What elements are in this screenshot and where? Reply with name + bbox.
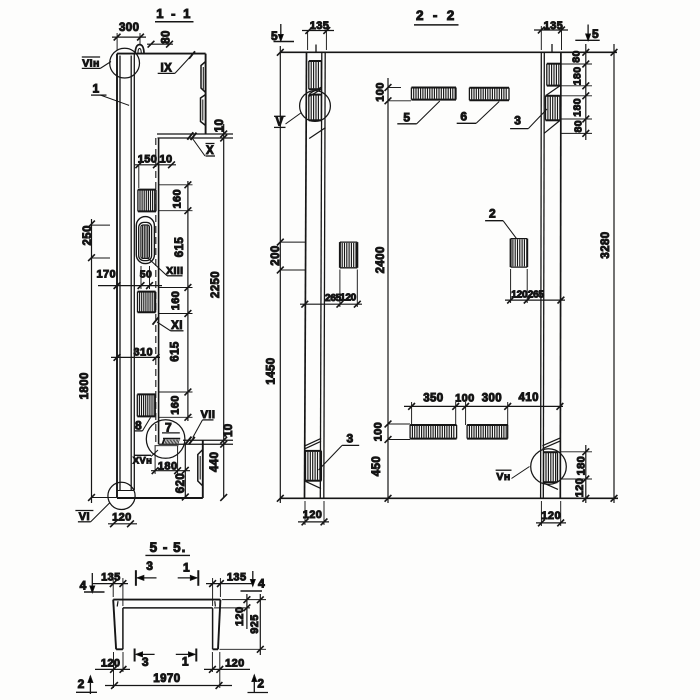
svg-text:300: 300 bbox=[119, 22, 139, 34]
svg-text:120: 120 bbox=[541, 510, 561, 522]
svg-text:265: 265 bbox=[325, 293, 342, 304]
svg-text:VI: VI bbox=[79, 511, 90, 523]
svg-text:7: 7 bbox=[165, 420, 172, 434]
svg-text:100: 100 bbox=[374, 82, 386, 102]
svg-text:2: 2 bbox=[489, 207, 496, 221]
svg-text:180: 180 bbox=[158, 460, 178, 472]
svg-text:160: 160 bbox=[170, 291, 182, 311]
svg-text:3: 3 bbox=[346, 431, 353, 445]
svg-text:135: 135 bbox=[544, 20, 564, 32]
svg-text:3280: 3280 bbox=[600, 231, 612, 258]
svg-text:1970: 1970 bbox=[153, 673, 180, 685]
svg-text:135: 135 bbox=[101, 572, 121, 584]
svg-text:1450: 1450 bbox=[266, 357, 278, 384]
svg-text:1: 1 bbox=[182, 654, 189, 668]
svg-text:615: 615 bbox=[170, 341, 182, 362]
svg-text:1 - 1: 1 - 1 bbox=[156, 6, 192, 21]
svg-text:120: 120 bbox=[225, 657, 245, 669]
svg-text:135: 135 bbox=[310, 20, 330, 32]
svg-text:1: 1 bbox=[183, 561, 190, 575]
svg-text:10: 10 bbox=[159, 154, 172, 166]
svg-text:300: 300 bbox=[482, 392, 502, 404]
svg-text:615: 615 bbox=[174, 237, 186, 258]
svg-text:4: 4 bbox=[80, 579, 87, 593]
svg-text:XIII: XIII bbox=[166, 265, 183, 277]
svg-text:265: 265 bbox=[528, 290, 545, 301]
svg-text:120: 120 bbox=[234, 607, 246, 627]
svg-text:135: 135 bbox=[227, 572, 247, 584]
svg-text:120: 120 bbox=[340, 293, 357, 304]
svg-text:250: 250 bbox=[82, 225, 94, 245]
svg-text:410: 410 bbox=[519, 392, 539, 404]
svg-text:80: 80 bbox=[572, 120, 584, 132]
svg-text:170: 170 bbox=[97, 269, 117, 281]
svg-text:160: 160 bbox=[170, 395, 182, 415]
svg-text:180: 180 bbox=[571, 67, 583, 86]
svg-text:80: 80 bbox=[570, 50, 582, 62]
svg-text:2400: 2400 bbox=[375, 246, 387, 273]
svg-text:200: 200 bbox=[270, 245, 282, 265]
svg-text:2 - 2: 2 - 2 bbox=[416, 8, 457, 23]
svg-text:450: 450 bbox=[371, 456, 383, 476]
svg-text:2250: 2250 bbox=[210, 271, 222, 298]
svg-text:1800: 1800 bbox=[79, 372, 91, 399]
svg-text:X: X bbox=[206, 145, 214, 157]
svg-text:2: 2 bbox=[257, 677, 264, 691]
svg-text:100: 100 bbox=[373, 422, 385, 442]
svg-text:XVн: XVн bbox=[133, 456, 153, 467]
svg-text:120: 120 bbox=[511, 290, 528, 301]
svg-text:4: 4 bbox=[258, 577, 265, 591]
svg-text:6: 6 bbox=[460, 110, 467, 124]
svg-text:120: 120 bbox=[101, 657, 121, 669]
svg-text:150: 150 bbox=[138, 154, 158, 166]
svg-text:10: 10 bbox=[223, 423, 235, 437]
svg-text:XI: XI bbox=[171, 320, 183, 332]
svg-text:80: 80 bbox=[160, 30, 172, 44]
svg-text:V: V bbox=[276, 117, 284, 129]
svg-text:50: 50 bbox=[140, 268, 152, 280]
svg-text:3: 3 bbox=[142, 655, 149, 669]
svg-text:180: 180 bbox=[571, 98, 583, 117]
svg-text:440: 440 bbox=[209, 452, 221, 472]
svg-text:5: 5 bbox=[592, 27, 599, 41]
svg-text:5: 5 bbox=[403, 111, 410, 125]
svg-text:VIн: VIн bbox=[82, 58, 99, 70]
svg-text:310: 310 bbox=[134, 346, 154, 358]
svg-text:8: 8 bbox=[135, 418, 142, 432]
svg-text:3: 3 bbox=[146, 559, 153, 573]
svg-text:925: 925 bbox=[249, 614, 261, 634]
svg-text:3: 3 bbox=[514, 114, 521, 128]
svg-text:120: 120 bbox=[303, 509, 323, 521]
svg-text:5 - 5.: 5 - 5. bbox=[150, 540, 187, 555]
svg-text:2: 2 bbox=[78, 677, 85, 691]
svg-text:Vн: Vн bbox=[496, 471, 510, 483]
svg-text:1: 1 bbox=[92, 82, 99, 96]
svg-text:120: 120 bbox=[574, 478, 586, 498]
svg-text:350: 350 bbox=[423, 392, 443, 404]
svg-text:IX: IX bbox=[160, 63, 172, 75]
svg-text:5: 5 bbox=[271, 29, 278, 43]
svg-text:10: 10 bbox=[214, 119, 226, 133]
svg-text:620: 620 bbox=[175, 473, 187, 493]
svg-text:160: 160 bbox=[172, 189, 184, 209]
svg-text:100: 100 bbox=[455, 392, 475, 404]
svg-text:180: 180 bbox=[575, 456, 587, 476]
svg-text:VII: VII bbox=[201, 409, 216, 421]
